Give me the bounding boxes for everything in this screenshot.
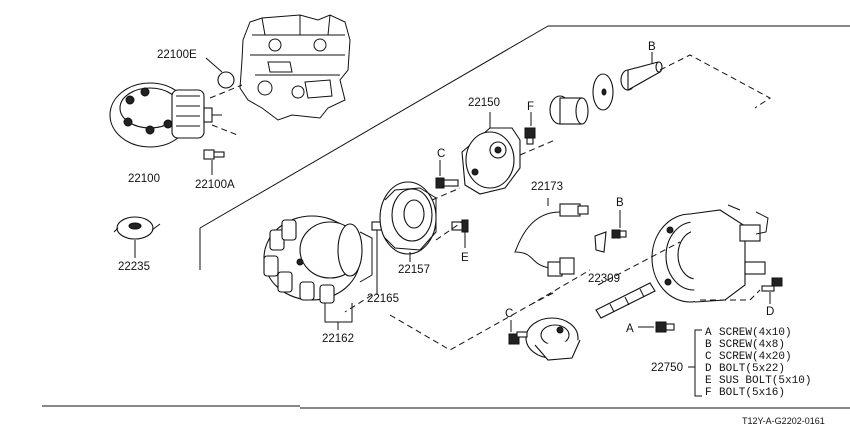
label-22162: 22162 <box>322 333 354 345</box>
legend-bracket <box>694 329 702 397</box>
legend-text-d: BOLT(5x22) <box>719 363 785 375</box>
label-22165: 22165 <box>367 293 399 305</box>
callout-F: F <box>527 101 534 113</box>
bolt-22100A <box>203 149 225 175</box>
callout-B-top: B <box>648 41 656 53</box>
callout-A: A <box>626 323 634 335</box>
label-22173: 22173 <box>531 181 563 193</box>
distributor-cap-22162 <box>263 215 373 304</box>
clip-22309 <box>594 231 607 253</box>
leader-22100E <box>205 57 223 73</box>
washer-hole <box>601 88 607 96</box>
callout-B-mid: B <box>616 197 624 209</box>
legend-letter-f: F <box>705 387 712 399</box>
label-22100E: 22100E <box>157 49 197 61</box>
legend-text-e: SUS BOLT(5x10) <box>719 375 811 387</box>
main-housing-22750 <box>651 204 769 303</box>
legend-letter-d: D <box>705 363 712 375</box>
legend-text-c: SCREW(4x20) <box>719 351 792 363</box>
shaft-pin <box>620 52 663 91</box>
drive-shaft <box>595 282 656 319</box>
fastener-legend: A SCREW(4x10) B SCREW(4x8) C SCREW(4x20)… <box>705 327 811 399</box>
clamp-22235 <box>113 216 161 258</box>
label-22100A: 22100A <box>195 179 235 191</box>
label-22157: 22157 <box>398 264 430 276</box>
distributor-assembly-22100 <box>109 82 222 148</box>
callout-E: E <box>461 252 469 264</box>
label-22100: 22100 <box>128 173 160 185</box>
reference-code: T12Y-A-G2202-0161 <box>742 416 825 426</box>
dash-housing-bush <box>519 139 556 156</box>
legend-text-a: SCREW(4x10) <box>719 327 792 339</box>
screw-E <box>451 219 469 248</box>
callout-C-low: C <box>505 308 513 320</box>
screw-C-low <box>508 320 528 345</box>
rotor-22157 <box>379 181 437 262</box>
screw-C-top <box>435 160 459 189</box>
label-22309: 22309 <box>588 273 620 285</box>
engine-block <box>239 14 351 121</box>
dash-rotor <box>431 187 463 241</box>
o-ring-22100E <box>217 71 235 89</box>
bushing <box>549 95 589 125</box>
bolt-D <box>761 277 783 304</box>
legend-text-f: BOLT(5x16) <box>719 387 785 399</box>
label-22235: 22235 <box>118 261 150 273</box>
legend-letter-c: C <box>705 351 712 363</box>
legend-letter-e: E <box>705 375 712 387</box>
bolt-F <box>524 112 536 145</box>
dash-dist-engine <box>209 84 243 137</box>
separator-line <box>199 25 549 229</box>
bracket-22162 <box>324 303 353 323</box>
callout-D: D <box>766 306 774 318</box>
legend-text-b: SCREW(4x8) <box>719 339 785 351</box>
label-22750: 22750 <box>651 362 683 374</box>
dash-top-right <box>659 54 771 109</box>
pickup-plate <box>525 317 581 361</box>
label-22150: 22150 <box>468 97 500 109</box>
legend-letter-a: A <box>705 327 712 339</box>
screw-B-mid <box>611 210 627 239</box>
callout-C-top: C <box>437 148 445 160</box>
dash-center <box>344 241 761 351</box>
sensor-22173 <box>514 198 589 277</box>
screw-A <box>638 321 675 333</box>
legend-letter-b: B <box>705 339 712 351</box>
housing-22150 <box>461 112 521 195</box>
